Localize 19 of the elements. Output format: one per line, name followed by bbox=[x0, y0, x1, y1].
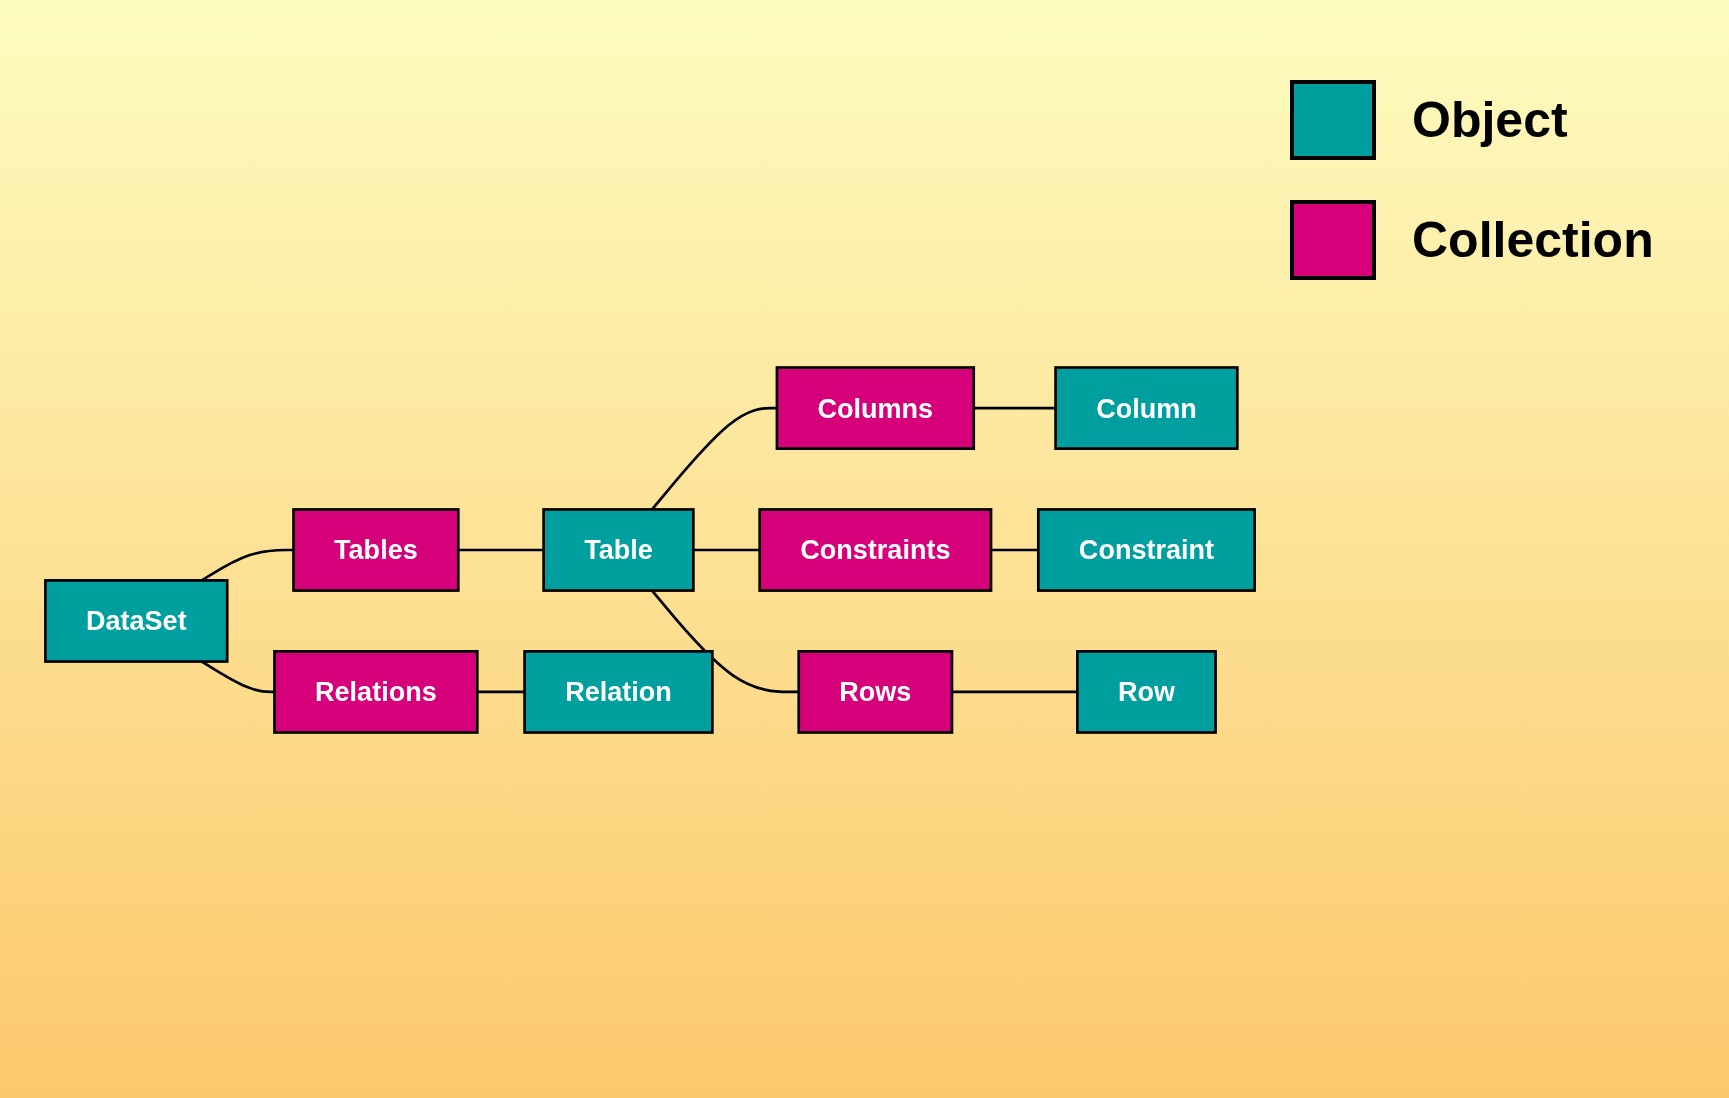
node-box: Columns bbox=[775, 366, 976, 450]
node-box: Relations bbox=[273, 650, 479, 734]
node-box: Rows bbox=[797, 650, 954, 734]
connector bbox=[477, 690, 525, 694]
node-box: Tables bbox=[292, 508, 460, 592]
connector bbox=[693, 548, 760, 552]
connector bbox=[458, 548, 544, 552]
connector bbox=[951, 690, 1078, 694]
node-box: Constraints bbox=[758, 508, 993, 592]
connector bbox=[973, 406, 1056, 410]
node-box: Constraint bbox=[1036, 508, 1256, 592]
node-box: Relation bbox=[523, 650, 714, 734]
node-box: Table bbox=[542, 508, 695, 592]
legend-label: Collection bbox=[1412, 211, 1654, 269]
node-box: Column bbox=[1054, 366, 1239, 450]
node-box: Row bbox=[1076, 650, 1217, 734]
node-box: DataSet bbox=[44, 579, 229, 663]
legend-label: Object bbox=[1412, 91, 1568, 149]
connector bbox=[991, 548, 1039, 552]
